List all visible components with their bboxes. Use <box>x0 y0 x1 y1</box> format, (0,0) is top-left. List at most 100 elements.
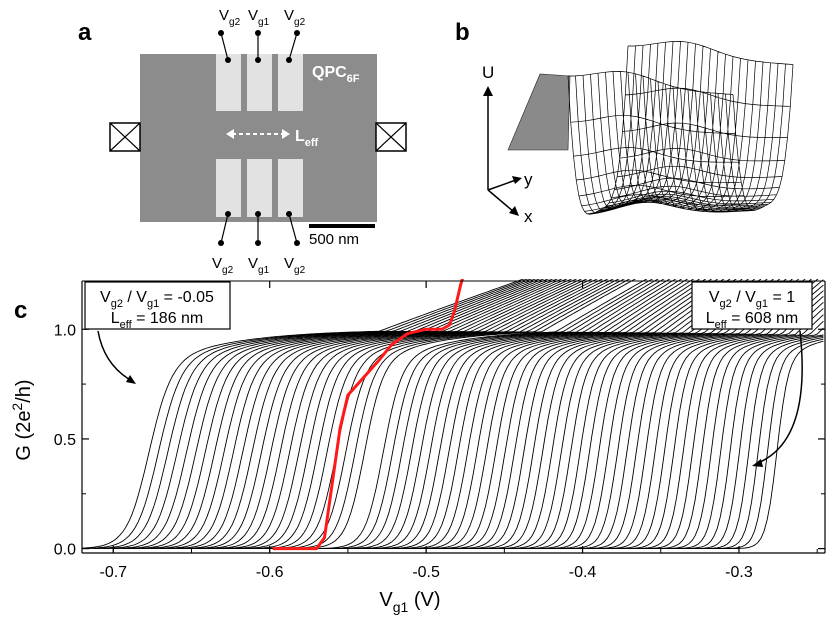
trace-line <box>301 279 648 550</box>
annotation-ratio: Vg2 / Vg1 = 1 <box>709 289 795 310</box>
gate-bottom-2 <box>278 159 303 217</box>
gate-lead-dot <box>294 30 300 36</box>
x-tick-label: -0.5 <box>412 564 440 581</box>
annotation-ratio: Vg2 / Vg1 = -0.05 <box>100 289 214 310</box>
trace-line <box>319 279 659 550</box>
y-tick-label: 1.0 <box>54 322 76 339</box>
panel-letter-a: a <box>78 19 92 46</box>
trace-line <box>338 279 671 550</box>
trace-line <box>413 279 719 550</box>
axis-y <box>487 179 517 191</box>
trace-line <box>404 279 713 550</box>
gate-lead-dot <box>225 57 231 63</box>
axis-x-label: x <box>524 207 533 226</box>
x-tick-label: -0.3 <box>725 564 753 581</box>
trace-line <box>132 279 554 549</box>
trace-line <box>244 279 614 550</box>
gate-label-bottom: Vg2 <box>284 255 306 276</box>
trace-line <box>254 279 620 550</box>
trace-line <box>188 279 583 550</box>
gate-lead <box>220 32 229 61</box>
gate-label-top: Vg2 <box>284 7 306 28</box>
gate-lead <box>220 213 229 244</box>
gate-label-bottom: Vg1 <box>248 255 270 276</box>
trace-line <box>94 279 537 549</box>
trace-highlighted <box>272 279 464 551</box>
axis-u-label: U <box>482 63 494 82</box>
leff-label: Leff <box>295 128 319 149</box>
trace-line <box>160 279 568 549</box>
trace-line <box>141 279 559 549</box>
x-tick-label: -0.7 <box>99 564 127 581</box>
gate-lead-dot <box>294 240 300 246</box>
wall-back <box>507 73 571 151</box>
x-tick-label: -0.6 <box>256 564 284 581</box>
trace-line <box>178 279 578 550</box>
leff-arrow-head <box>226 129 234 139</box>
axis-x-arrow <box>509 206 519 216</box>
gate-lead-dot <box>218 30 224 36</box>
gate-top-2 <box>278 54 303 111</box>
contact-cross <box>375 122 407 152</box>
annotation-arrow-head <box>126 375 136 384</box>
annotation-box <box>691 281 813 330</box>
y-tick-label: 0.0 <box>54 542 76 559</box>
y-tick-label: 0.5 <box>54 432 76 449</box>
potential-surface: Uyx <box>482 41 794 226</box>
annotation-arrow <box>97 330 133 382</box>
trace-line <box>150 279 563 549</box>
trace-line <box>310 279 654 550</box>
panel-letter-c: c <box>14 297 27 324</box>
contact-icon <box>375 122 407 152</box>
trace-line <box>169 279 573 549</box>
axis-u-arrow <box>483 86 493 96</box>
annotation-arrow <box>757 330 803 464</box>
trace-line <box>366 279 689 550</box>
axis-x <box>487 189 515 213</box>
annotation-leff: Leff = 608 nm <box>706 310 799 331</box>
trace-line <box>82 279 529 549</box>
gate-lead-dot <box>255 211 261 217</box>
gate-label-top: Vg2 <box>219 7 241 28</box>
gate-label-top: Vg1 <box>248 7 270 28</box>
trace-line <box>394 279 707 550</box>
leff-arrow-head <box>282 129 290 139</box>
device-label: QPC6F <box>312 64 360 85</box>
y-axis-label: G (2e2/h) <box>9 379 35 460</box>
gate-lead-dot <box>255 240 261 246</box>
contact-cross <box>109 122 141 152</box>
gate-bottom-1 <box>247 159 272 217</box>
gate-lead-dot <box>225 211 231 217</box>
trace-line <box>385 279 701 550</box>
gate-top-0 <box>216 54 241 111</box>
panel-letter-b: b <box>455 19 470 46</box>
surface-mesh <box>567 41 794 215</box>
gate-lead-dot <box>255 57 261 63</box>
trace-line <box>122 279 550 549</box>
axis-y-arrow <box>512 176 522 184</box>
trace-line <box>85 279 533 549</box>
scalebar <box>309 224 375 228</box>
trace-line <box>82 279 525 549</box>
trace-line <box>347 279 677 550</box>
trace-line <box>648 327 824 550</box>
gate-lead-dot <box>286 211 292 217</box>
trace-line <box>235 279 609 550</box>
annotation-leff: Leff = 186 nm <box>111 310 204 331</box>
gate-lead <box>288 213 298 244</box>
annotation-box <box>84 281 231 330</box>
scalebar-label: 500 nm <box>309 231 359 248</box>
trace-line <box>197 279 588 550</box>
gate-lead-dot <box>218 240 224 246</box>
contact-icon <box>109 122 141 152</box>
gate-lead-dot <box>255 30 261 36</box>
trace-line <box>272 279 631 550</box>
trace-line <box>357 279 683 550</box>
annotation-arrow-head <box>752 459 763 467</box>
trace-line <box>620 308 824 550</box>
trace-line <box>103 279 541 549</box>
